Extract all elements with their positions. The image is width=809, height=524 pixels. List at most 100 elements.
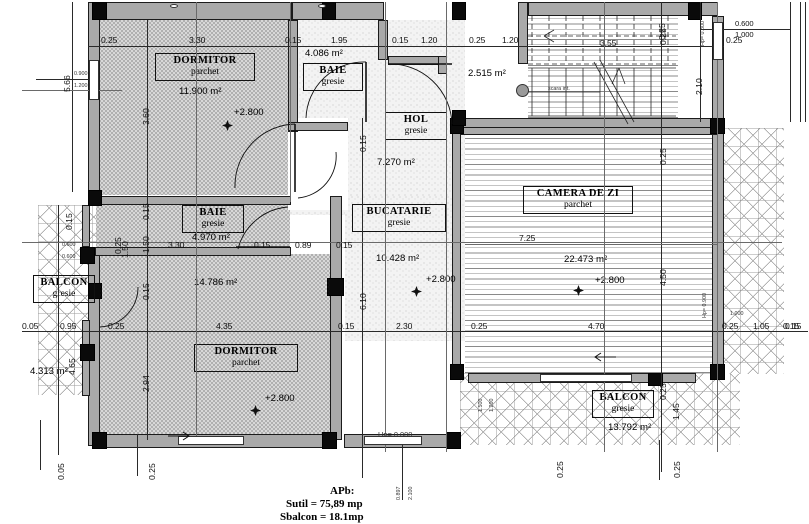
room-finish-baie-nord: gresie	[321, 77, 345, 88]
room-finish-balcon-vest: gresie	[52, 289, 76, 300]
room-label-camera-de-zi: CAMERA DE ZI parchet	[523, 186, 633, 214]
room-level-dormitor-nord: +2.800	[234, 107, 264, 118]
room-name-dormitor-nord: DORMITOR	[173, 55, 237, 66]
wall-interior-camera-left	[452, 126, 461, 374]
room-label-dormitor-nord: DORMITOR parchet	[155, 53, 255, 81]
room-finish-camera-de-zi: parchet	[564, 200, 592, 211]
dim-mid-8: 0.25	[722, 321, 739, 331]
dim-baie-sud-2: 0.89	[295, 240, 312, 250]
wall-exterior-top-left	[92, 2, 292, 20]
room-label-balcon-vest: BALCON gresie	[33, 275, 95, 303]
dim-top-2: 0.15	[285, 35, 302, 45]
window-opening-balcon-sud	[540, 374, 632, 382]
column-bottom-mid	[322, 432, 337, 449]
gridline-v-5	[604, 2, 605, 452]
room-label-baie-nord: BAIE gresie	[303, 63, 363, 91]
dim-mid-10: 0.15	[783, 321, 800, 331]
dim-left-inner-4: 2.94	[141, 375, 151, 392]
room-label-bucatarie: BUCATARIE gresie	[352, 204, 446, 232]
room-area-dormitor-nord: 11.900 m²	[179, 86, 222, 97]
window-tag-right-mid-hp: Hp= 0.900	[702, 292, 708, 318]
room-name-baie-nord: BAIE	[319, 65, 347, 76]
door-baie-sud	[236, 206, 290, 250]
dim-bottom-1: 0.25	[147, 463, 157, 480]
column-camera-bottom-left	[450, 364, 464, 380]
camera-dim-line	[465, 244, 717, 245]
dimline-center	[362, 118, 363, 478]
dimline-right-outer	[700, 2, 701, 122]
room-area-hol: 7.270 m²	[377, 157, 415, 168]
window-tag-left-mid-width: 0.600	[62, 242, 76, 248]
dim-right-5: 1.45	[671, 403, 681, 420]
column-mid-left-b	[88, 283, 102, 299]
dimline-top	[88, 46, 724, 47]
dim-center-1: 6.10	[358, 293, 368, 310]
room-finish-balcon-sud: gresie	[611, 404, 635, 415]
dim-mid-5: 2.30	[396, 321, 413, 331]
dimline-bottom-right	[659, 440, 660, 480]
room-area-balcon-sud: 13.792 m²	[608, 422, 652, 433]
level-marker-dormitor-sud	[250, 405, 261, 416]
room-area-baie-nord: 4.086 m²	[305, 48, 343, 59]
dim-bottom-3: 0.25	[672, 461, 682, 478]
gridline-v-3	[385, 2, 386, 452]
room-area-camera-de-zi: 22.473 m²	[564, 254, 608, 265]
column-mid-left	[88, 190, 102, 206]
window-tag-left-top-height: 1.200	[74, 83, 88, 89]
wall-interior-baie-sud-top	[95, 196, 291, 205]
border-tick-right-1	[800, 2, 801, 122]
arrow-bottom-dormitor	[168, 431, 190, 441]
room-finish-dormitor-nord: parchet	[191, 67, 219, 78]
dim-top-4: 0.15	[392, 35, 409, 45]
room-name-balcon-vest: BALCON	[40, 277, 88, 288]
dim-left-inner-2: 1.50	[141, 236, 151, 253]
gridline-v-4	[446, 2, 447, 452]
room-name-bucatarie: BUCATARIE	[366, 206, 432, 217]
dim-mid-3: 4.35	[216, 321, 233, 331]
wall-interior-baie-nord-right	[378, 20, 388, 60]
room-name-balcon-sud: BALCON	[599, 392, 647, 403]
door-hol-to-casa-scarii	[387, 63, 453, 125]
dim-top-5: 1.20	[421, 35, 438, 45]
column-top-right-b	[688, 2, 702, 20]
dimline-bottom-dorm	[137, 434, 138, 476]
window-opening-top-b	[318, 4, 326, 8]
window-opening-right-top	[713, 22, 723, 60]
dim-bottom-0: 0.05	[56, 463, 66, 480]
room-fill-camera-de-zi	[465, 133, 717, 373]
window-tag-bottom-mid-hp: Hp= 0.000	[378, 430, 413, 439]
dim-mid-7: 4.70	[588, 321, 605, 331]
wall-interior-baie-nord-bottom	[288, 122, 348, 131]
room-label-dormitor-sud: DORMITOR parchet	[194, 344, 298, 372]
gridline-h-1	[22, 242, 782, 243]
wall-balcon-vest-right	[82, 205, 90, 247]
room-fill-baie-sud	[95, 200, 290, 248]
border-tick-right-2	[805, 2, 806, 122]
window-opening-left	[89, 60, 99, 100]
footer-apb-label: APb:	[330, 485, 355, 497]
dim-top-0: 0.25	[101, 35, 118, 45]
window-tag-left-top-line	[36, 79, 92, 80]
wall-exterior-right-lower	[712, 128, 724, 374]
window-opening-bottom-bucatarie	[364, 436, 422, 445]
dim-top-6: 0.25	[469, 35, 486, 45]
room-name-hol: HOL	[403, 114, 429, 125]
door-balcon-vest	[99, 286, 139, 328]
dim-top-7: 1.20	[502, 35, 519, 45]
window-tag-bottom-mid-height: 2.100	[408, 486, 414, 501]
column-hol-right	[452, 110, 466, 126]
footer-sutil: Sutil = 75,89 mp	[286, 498, 363, 510]
room-fill-dormitor-nord	[95, 20, 290, 195]
dimline-right	[661, 2, 662, 472]
footer-sbalcon: Sbalcon = 18.1mp	[280, 511, 364, 523]
level-marker-bucatarie	[411, 286, 422, 297]
window-tag-left-top-width: 0.900	[74, 71, 88, 77]
room-finish-baie-sud: gresie	[201, 219, 225, 230]
dim-top-right-025: 0.25	[657, 23, 667, 40]
room-area-bucatarie: 10.428 m²	[376, 253, 420, 264]
column-top-left	[92, 2, 107, 20]
dim-far-right: 0.15	[785, 321, 802, 331]
dim-baie-sud-3: 0.15	[336, 240, 353, 250]
dim-mid-0: 0.05	[22, 321, 39, 331]
room-level-camera-de-zi: +2.800	[595, 275, 625, 286]
